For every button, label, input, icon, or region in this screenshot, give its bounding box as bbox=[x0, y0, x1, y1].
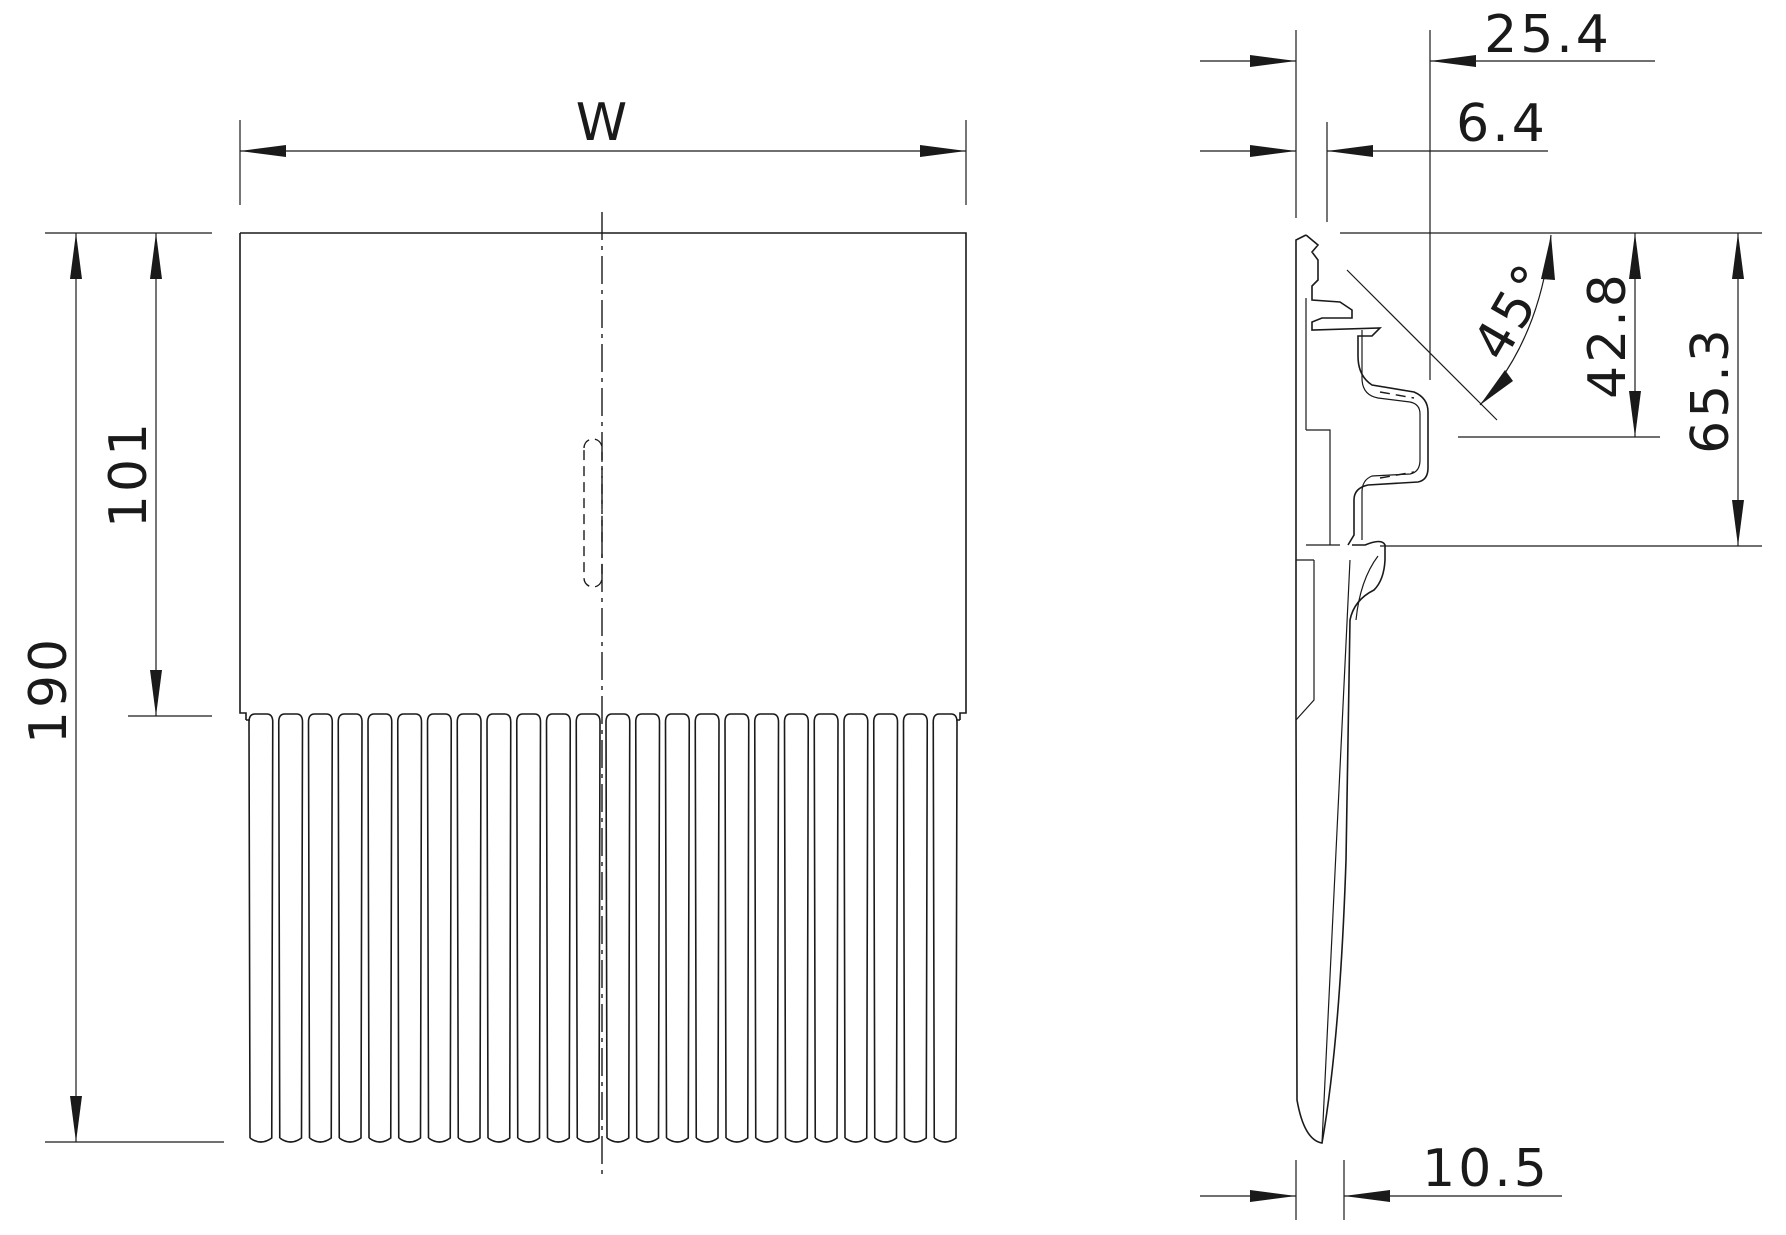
comb-tooth bbox=[605, 713, 631, 1143]
comb-tooth bbox=[456, 713, 482, 1143]
side-profile-hidden bbox=[1379, 391, 1415, 479]
comb-tooth bbox=[307, 713, 334, 1143]
dim-6-4-label: 6.4 bbox=[1456, 94, 1548, 154]
comb-tooth bbox=[575, 713, 601, 1143]
dim-10-5-label: 10.5 bbox=[1422, 1139, 1550, 1199]
comb-tooth bbox=[545, 713, 572, 1143]
front-view: W 190 101 bbox=[19, 93, 967, 1178]
comb-teeth bbox=[246, 713, 960, 1143]
dim-65-3-label: 65.3 bbox=[1681, 326, 1741, 454]
angle-reference-line bbox=[1346, 269, 1498, 421]
total-height-dimension: 190 bbox=[19, 232, 224, 1143]
comb-tooth bbox=[367, 713, 393, 1143]
mounting-slot-hidden bbox=[583, 438, 603, 588]
comb-tooth bbox=[634, 713, 661, 1143]
comb-tooth bbox=[843, 713, 869, 1143]
comb-tooth bbox=[248, 713, 274, 1143]
dim-42-8: 42.8 bbox=[1578, 233, 1641, 437]
comb-tooth bbox=[932, 713, 958, 1143]
plate-height-dimension: 101 bbox=[99, 233, 212, 717]
comb-tooth bbox=[664, 713, 691, 1143]
dim-10-5: 10.5 bbox=[1200, 1139, 1562, 1202]
dim-25-4: 25.4 bbox=[1200, 5, 1655, 67]
comb-tooth bbox=[813, 713, 839, 1143]
comb-tooth bbox=[724, 713, 750, 1143]
comb-tooth bbox=[396, 713, 423, 1143]
comb-tooth bbox=[486, 713, 512, 1143]
dim-25-4-label: 25.4 bbox=[1484, 5, 1612, 65]
comb-tooth bbox=[337, 713, 363, 1143]
plate-height-label: 101 bbox=[99, 420, 159, 528]
side-profile-detail bbox=[1295, 298, 1421, 1144]
comb-plate-outline bbox=[239, 232, 967, 720]
comb-tooth bbox=[277, 713, 304, 1143]
width-label: W bbox=[576, 93, 630, 153]
comb-tooth bbox=[872, 713, 899, 1143]
side-view: 45° 25.4 6.4 bbox=[1200, 5, 1762, 1220]
comb-tooth bbox=[515, 713, 542, 1143]
side-profile-outline bbox=[1295, 234, 1429, 1144]
dim-65-3: 65.3 bbox=[1681, 233, 1744, 546]
total-height-label: 190 bbox=[19, 636, 79, 744]
dim-6-4: 6.4 bbox=[1200, 94, 1548, 157]
comb-tooth bbox=[753, 713, 780, 1143]
width-dimension: W bbox=[239, 93, 967, 205]
comb-tooth bbox=[694, 713, 720, 1143]
comb-tooth bbox=[902, 713, 929, 1143]
comb-tooth bbox=[783, 713, 810, 1143]
dim-42-8-label: 42.8 bbox=[1578, 271, 1638, 399]
comb-tooth bbox=[426, 713, 453, 1143]
